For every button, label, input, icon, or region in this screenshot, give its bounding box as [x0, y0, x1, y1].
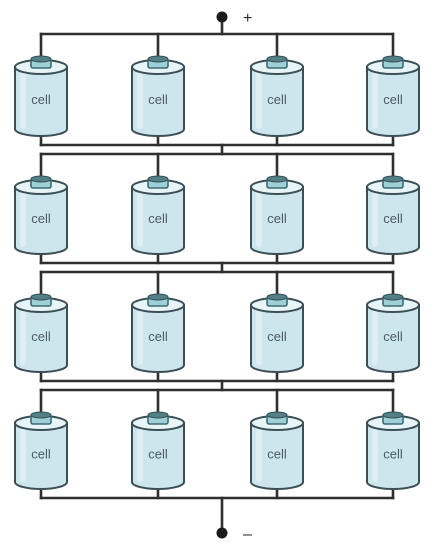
negative-terminal-dot [216, 527, 228, 539]
wiring [39, 20, 395, 530]
cell-highlight [20, 71, 26, 129]
positive-terminal-dot [216, 11, 228, 23]
battery-cell: cell [14, 175, 68, 255]
cell-label: cell [148, 447, 168, 462]
battery-cell: cell [14, 411, 68, 490]
battery-cell: cell [131, 55, 185, 137]
cell-highlight [256, 309, 262, 365]
cell-highlight [372, 191, 378, 247]
negative-terminal-label: – [243, 526, 252, 543]
cell-label: cell [148, 92, 168, 107]
cell-highlight [20, 191, 26, 247]
cell-highlight [137, 71, 143, 129]
cell-terminal-cap [266, 175, 288, 183]
cell-body [366, 186, 420, 255]
battery-cell: cell [366, 411, 420, 490]
cell-grid: cell cell cell cell cell cell cell cell cell cell… [14, 55, 420, 490]
cell-terminal-cap [147, 55, 169, 63]
battery-cell: cell [250, 55, 304, 137]
cell-label: cell [31, 92, 51, 107]
cell-label: cell [383, 329, 403, 344]
cell-body [250, 66, 304, 137]
cell-body [14, 304, 68, 373]
cell-body [14, 422, 68, 490]
cell-highlight [256, 427, 262, 482]
positive-terminal-label: + [243, 10, 252, 27]
cell-label: cell [383, 447, 403, 462]
cell-highlight [20, 427, 26, 482]
battery-cell: cell [14, 55, 68, 137]
cell-body [14, 186, 68, 255]
cell-terminal-cap [30, 411, 52, 419]
cell-highlight [372, 427, 378, 482]
cell-label: cell [31, 447, 51, 462]
cell-body [131, 186, 185, 255]
battery-cell: cell [366, 55, 420, 137]
cell-body [131, 304, 185, 373]
battery-cell: cell [14, 293, 68, 373]
cell-highlight [137, 309, 143, 365]
cell-label: cell [148, 211, 168, 226]
cell-highlight [137, 191, 143, 247]
battery-cell: cell [131, 175, 185, 255]
cell-label: cell [148, 329, 168, 344]
cell-terminal-cap [266, 293, 288, 301]
cell-body [366, 304, 420, 373]
cell-body [250, 422, 304, 490]
cell-terminal-cap [382, 55, 404, 63]
battery-cell: cell [250, 175, 304, 255]
cell-label: cell [267, 211, 287, 226]
positive-terminal: + [216, 10, 252, 27]
cell-terminal-cap [382, 175, 404, 183]
cell-terminal-cap [30, 293, 52, 301]
battery-cell: cell [131, 411, 185, 490]
cell-terminal-cap [30, 55, 52, 63]
cell-highlight [20, 309, 26, 365]
cell-highlight [372, 71, 378, 129]
cell-body [366, 66, 420, 137]
battery-cell: cell [366, 175, 420, 255]
cell-body [14, 66, 68, 137]
cell-terminal-cap [382, 293, 404, 301]
cell-terminal-cap [147, 293, 169, 301]
cell-highlight [137, 427, 143, 482]
cell-body [250, 304, 304, 373]
battery-cell: cell [131, 293, 185, 373]
cell-label: cell [383, 211, 403, 226]
battery-cell: cell [250, 411, 304, 490]
cell-body [250, 186, 304, 255]
cell-terminal-cap [147, 411, 169, 419]
cell-label: cell [31, 329, 51, 344]
cell-body [131, 422, 185, 490]
negative-terminal: – [216, 526, 252, 543]
battery-cell: cell [250, 293, 304, 373]
cell-label: cell [31, 211, 51, 226]
cell-highlight [256, 71, 262, 129]
cell-body [131, 66, 185, 137]
battery-cell: cell [366, 293, 420, 373]
cell-terminal-cap [266, 411, 288, 419]
cell-terminal-cap [382, 411, 404, 419]
cell-terminal-cap [30, 175, 52, 183]
cell-label: cell [267, 92, 287, 107]
cell-terminal-cap [266, 55, 288, 63]
cell-terminal-cap [147, 175, 169, 183]
cell-label: cell [383, 92, 403, 107]
cell-highlight [372, 309, 378, 365]
cell-label: cell [267, 329, 287, 344]
cell-label: cell [267, 447, 287, 462]
cell-body [366, 422, 420, 490]
cell-highlight [256, 191, 262, 247]
